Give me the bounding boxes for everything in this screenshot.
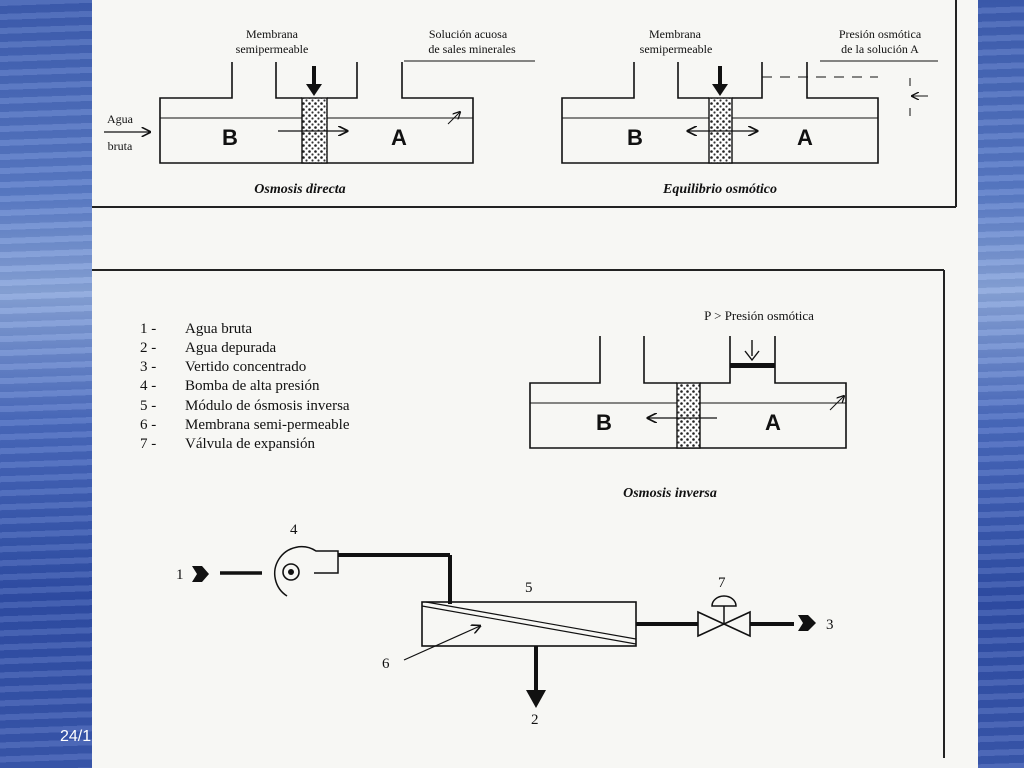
- membrane-label-line2: semipermeable: [236, 42, 309, 56]
- legend-num: 3 -: [140, 359, 156, 375]
- flow-num-3: 3: [826, 617, 834, 633]
- pressure-label-line2: de la solución A: [841, 42, 919, 56]
- reverse-osmosis-caption: Osmosis inversa: [623, 486, 717, 501]
- flow-num-4: 4: [290, 522, 298, 538]
- legend-num: 7 -: [140, 436, 156, 452]
- legend-num: 5 -: [140, 398, 156, 414]
- membrane-label-line1: Membrana: [649, 27, 702, 41]
- legend-text: Módulo de ósmosis inversa: [185, 398, 350, 414]
- ro-module-icon: [421, 601, 637, 647]
- legend-text: Agua bruta: [185, 321, 252, 337]
- side-b-label: B: [222, 125, 238, 150]
- side-b-label: B: [627, 125, 643, 150]
- solution-label-line2: de sales minerales: [428, 42, 516, 56]
- osmosis-diagram: Membrana semipermeable Solución acuosa d…: [92, 0, 957, 758]
- flow-num-1: 1: [176, 567, 184, 583]
- pump-icon: [274, 546, 339, 597]
- top-panel: [92, 0, 957, 208]
- legend-num: 1 -: [140, 321, 156, 337]
- flow-num-5: 5: [525, 580, 533, 596]
- flow-num-6: 6: [382, 656, 390, 672]
- legend-text: Agua depurada: [185, 340, 277, 356]
- osmotic-equilibrium-diagram: Membrana semipermeable Presión osmótica …: [561, 27, 938, 197]
- direct-osmosis-diagram: Membrana semipermeable Solución acuosa d…: [104, 27, 535, 197]
- inflow-label-line1: Agua: [107, 112, 134, 126]
- slide-date: 24/1: [60, 728, 92, 745]
- membrane-label-line2: semipermeable: [640, 42, 713, 56]
- equilibrium-caption: Equilibrio osmótico: [662, 182, 777, 197]
- side-b-label: B: [596, 410, 612, 435]
- legend-text: Bomba de alta presión: [185, 378, 320, 394]
- pressure-label: P > Presión osmótica: [704, 308, 814, 323]
- legend-text: Válvula de expansión: [185, 436, 315, 452]
- legend-text: Vertido concentrado: [185, 359, 306, 375]
- direct-osmosis-caption: Osmosis directa: [254, 182, 345, 197]
- solution-label-line1: Solución acuosa: [429, 27, 508, 41]
- reverse-osmosis-diagram: P > Presión osmótica B A Osmosis inversa: [529, 308, 847, 501]
- legend-num: 2 -: [140, 340, 156, 356]
- legend: 1 - Agua bruta 2 - Agua depurada 3 - Ver…: [140, 321, 350, 452]
- side-a-label: A: [797, 125, 813, 150]
- legend-text: Membrana semi-permeable: [185, 417, 350, 433]
- flow-num-2: 2: [531, 712, 539, 728]
- process-flow-diagram: 1 4 5 2 6 7 3: [176, 522, 834, 728]
- membrane-label-line1: Membrana: [246, 27, 299, 41]
- flow-num-7: 7: [718, 575, 726, 591]
- pressure-label-line1: Presión osmótica: [839, 27, 922, 41]
- legend-num: 4 -: [140, 378, 156, 394]
- bottom-panel: [92, 269, 945, 758]
- slide-canvas: Membrana semipermeable Solución acuosa d…: [92, 0, 978, 768]
- inflow-label-line2: bruta: [108, 139, 133, 153]
- side-a-label: A: [391, 125, 407, 150]
- legend-num: 6 -: [140, 417, 156, 433]
- side-a-label: A: [765, 410, 781, 435]
